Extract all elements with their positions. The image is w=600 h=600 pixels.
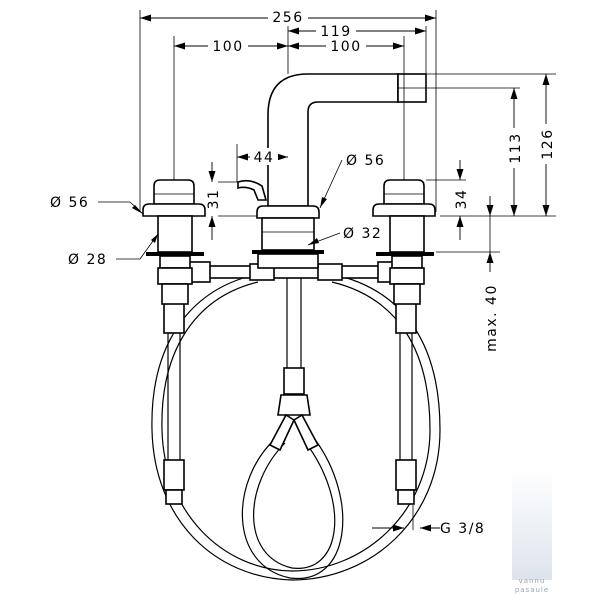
dim-total-width: 256 xyxy=(272,10,303,26)
dim-max-deck-thickness: max. 40 xyxy=(484,284,500,352)
dim-right-spacing: 100 xyxy=(330,39,361,55)
dim-spout-outlet-height: 113 xyxy=(508,132,524,163)
spout xyxy=(237,73,427,269)
dim-handle-height: 34 xyxy=(454,189,470,210)
watermark-line1: vannu xyxy=(519,577,546,585)
left-handle-valve xyxy=(142,179,206,305)
watermark-line2: pasaule xyxy=(515,586,549,594)
pop-up-lever xyxy=(237,179,268,201)
connection-pipe xyxy=(187,261,401,283)
dim-connection-thread: G 3/8 xyxy=(440,521,485,537)
left-hose xyxy=(163,302,185,505)
dim-body-diameter: Ø 56 xyxy=(346,153,385,169)
inner-hoses xyxy=(241,437,344,579)
dim-left-spacing: 100 xyxy=(212,39,243,55)
right-hose xyxy=(395,302,417,505)
dim-spout-projection: 119 xyxy=(320,24,351,40)
dim-shank-diameter: Ø 28 xyxy=(68,252,107,268)
dim-spout-shank-diameter: Ø 32 xyxy=(343,226,382,242)
t-piece xyxy=(277,394,311,416)
dim-spout-total-height: 126 xyxy=(540,128,556,159)
dimension-labels: 256 100 100 119 44 Ø 56 Ø 56 Ø 28 Ø 32 G… xyxy=(50,8,556,537)
right-handle-valve xyxy=(372,179,436,305)
spout-base xyxy=(256,205,320,219)
watermark: vannu pasaule xyxy=(512,470,552,594)
extension-lines xyxy=(139,10,556,530)
dim-lever-offset: 44 xyxy=(254,150,275,166)
hose-loop xyxy=(151,273,441,581)
dim-handle-diameter: Ø 56 xyxy=(50,195,89,211)
hose-fitting xyxy=(283,367,305,395)
dim-lever-height: 31 xyxy=(206,189,222,210)
center-hose xyxy=(268,270,320,452)
